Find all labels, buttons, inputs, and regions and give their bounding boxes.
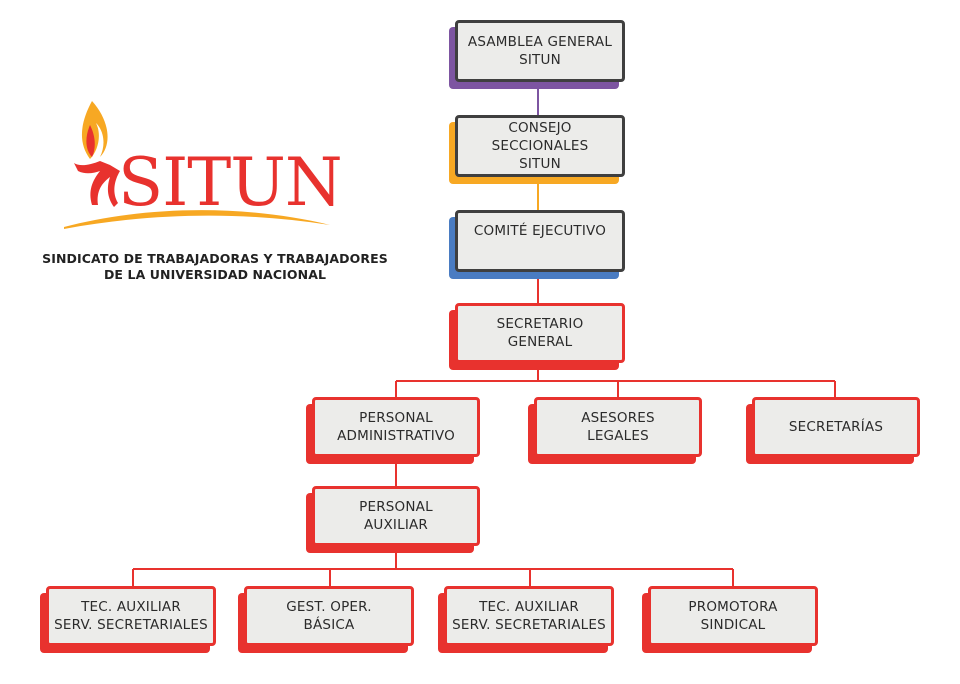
node-tec-auxiliar-2: TEC. AUXILIAR SERV. SECRETARIALES xyxy=(444,586,614,646)
node-tec-auxiliar-1: TEC. AUXILIAR SERV. SECRETARIALES xyxy=(46,586,216,646)
swoosh-icon xyxy=(64,210,330,229)
org-name-line2: DE LA UNIVERSIDAD NACIONAL xyxy=(103,267,327,282)
node-comite-ejecutivo: COMITÉ EJECUTIVO xyxy=(455,210,625,272)
figure-icon xyxy=(74,161,120,207)
org-name-line1: SINDICATO DE TRABAJADORAS Y TRABAJADORES xyxy=(42,251,388,266)
node-gest-oper-label: GEST. OPER. BÁSICA xyxy=(286,599,372,633)
logo-wordmark: SITUN xyxy=(118,144,342,221)
node-consejo-label: CONSEJO SECCIONALES SITUN xyxy=(491,120,589,172)
node-personal-aux-label: PERSONAL AUXILIAR xyxy=(359,499,433,533)
flame-inner-icon xyxy=(86,125,95,157)
node-secretario-general: SECRETARIO GENERAL xyxy=(455,303,625,363)
situn-logo-graphic: SITUN xyxy=(64,101,343,229)
node-asesores-legales: ASESORES LEGALES xyxy=(534,397,702,457)
node-secretarias: SECRETARÍAS xyxy=(752,397,920,457)
node-personal-administrativo: PERSONAL ADMINISTRATIVO xyxy=(312,397,480,457)
node-secretario-label: SECRETARIO GENERAL xyxy=(496,316,584,350)
node-consejo-seccionales: CONSEJO SECCIONALES SITUN xyxy=(455,115,625,177)
node-asamblea-label: ASAMBLEA GENERAL SITUN xyxy=(467,34,613,68)
node-gest-oper-basica: GEST. OPER. BÁSICA xyxy=(244,586,414,646)
node-personal-admin-label: PERSONAL ADMINISTRATIVO xyxy=(337,410,455,444)
node-promotora-label: PROMOTORA SINDICAL xyxy=(688,599,778,633)
node-asamblea-general: ASAMBLEA GENERAL SITUN xyxy=(455,20,625,82)
node-tec-aux-1-label: TEC. AUXILIAR SERV. SECRETARIALES xyxy=(54,599,208,633)
flame-icon xyxy=(81,101,108,159)
node-personal-auxiliar: PERSONAL AUXILIAR xyxy=(312,486,480,546)
node-tec-aux-2-label: TEC. AUXILIAR SERV. SECRETARIALES xyxy=(452,599,606,633)
node-asesores-label: ASESORES LEGALES xyxy=(581,410,655,444)
node-promotora-sindical: PROMOTORA SINDICAL xyxy=(648,586,818,646)
situn-logo: SITUN xyxy=(60,95,360,235)
node-comite-label: COMITÉ EJECUTIVO xyxy=(473,223,607,239)
node-secretarias-label: SECRETARÍAS xyxy=(788,419,884,435)
